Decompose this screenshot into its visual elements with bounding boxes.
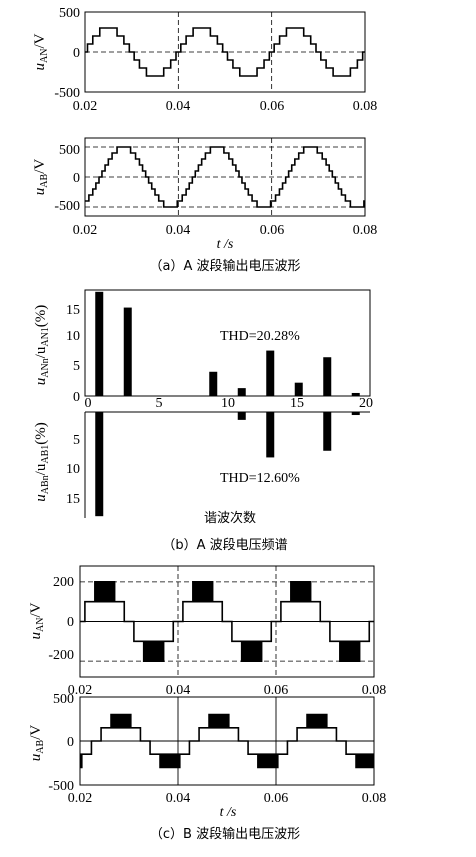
xtick-b-5: 5	[156, 396, 163, 411]
xtick-c-uab-2: 0.06	[264, 791, 289, 806]
bar-b1-h9	[209, 371, 218, 396]
bar-b1-h19	[351, 392, 360, 396]
xtick-c-uan-2: 0.06	[264, 683, 289, 698]
xtick-c-uan-0: 0.02	[68, 683, 93, 698]
bar-b1-h17	[323, 357, 332, 396]
waveform-a-uan	[85, 27, 365, 77]
plot-a-uab: 500 0 -500 0.02 0.04 0.06 0.08 t /s uAB/…	[32, 137, 378, 252]
xtick-c-uab-1: 0.04	[166, 791, 191, 806]
ytick-c-uab-mid: 0	[67, 735, 74, 750]
plot-a-uan: 500 0 -500 0.02 0.04 0.06 0.08 uAN/V	[32, 6, 377, 114]
ylabel-a-uan: uAN/V	[32, 33, 50, 70]
plot-frame-a-uan	[84, 11, 366, 93]
ytick-b2-15: 15	[66, 492, 80, 507]
xtick-b-15: 15	[290, 396, 304, 411]
bar-b2-h1	[95, 412, 104, 517]
xtick-a-uab-1: 0.04	[166, 223, 191, 238]
ytick-b2-10: 10	[66, 462, 80, 477]
xtick-c-uab-3: 0.08	[362, 791, 387, 806]
xtick-b-0: 0	[85, 396, 92, 411]
ytick-a-uab-top: 500	[59, 143, 80, 158]
xtick-c-uan-3: 0.08	[362, 683, 387, 698]
bar-b1-h15	[294, 382, 303, 396]
ytick-c-uan-bot: -200	[48, 648, 74, 663]
bar-b1-h11	[237, 388, 246, 396]
waveform-c-uan	[80, 581, 374, 662]
bar-b2-h11	[237, 412, 246, 420]
xtick-c-uab-0: 0.02	[68, 791, 93, 806]
xtick-a-uab-3: 0.08	[353, 223, 378, 238]
ytick-c-uan-top: 200	[53, 575, 74, 590]
ytick-a-uan-bot: -500	[54, 86, 80, 101]
bar-b1-h13	[266, 350, 275, 396]
xlabel-a: t /s	[217, 237, 234, 252]
bar-b2-h13	[266, 412, 275, 458]
thd-annotation-uab: THD=12.60%	[220, 471, 300, 486]
ytick-b1-15: 15	[66, 303, 80, 318]
ylabel-a-uab: uAB/V	[32, 159, 50, 196]
thd-annotation-uan: THD=20.28%	[220, 329, 300, 344]
bar-b2-h19	[351, 412, 360, 416]
ylabel-c-uan: uAN/V	[28, 602, 46, 639]
xtick-a-uan-1: 0.04	[166, 99, 191, 114]
waveform-a-uab	[85, 146, 365, 208]
ytick-a-uab-mid: 0	[73, 171, 80, 186]
caption-a: （a）A 波段输出电压波形	[150, 258, 301, 274]
ytick-a-uan-mid: 0	[73, 46, 80, 61]
ytick-b1-10: 10	[66, 329, 80, 344]
xtick-c-uan-1: 0.04	[166, 683, 191, 698]
ylabel-b1: uANn/uAN1(%)	[33, 305, 51, 386]
ylabel-b2: uABn/uAB1(%)	[33, 422, 51, 501]
ytick-b1-0: 0	[73, 390, 80, 405]
plot-frame-c-uab	[79, 696, 375, 786]
plot-frame-c-uan	[79, 565, 375, 678]
waveform-c-uab	[79, 713, 375, 769]
spectrum-frame-upper	[84, 289, 371, 397]
ytick-b2-5: 5	[73, 433, 80, 448]
bar-b2-h17	[323, 412, 332, 451]
xtick-b-20: 20	[359, 396, 373, 411]
xtick-a-uab-0: 0.02	[73, 223, 98, 238]
ytick-a-uab-bot: -500	[54, 199, 80, 214]
ytick-a-uan-top: 500	[59, 6, 80, 21]
ytick-c-uan-mid: 0	[67, 615, 74, 630]
bar-b1-h1	[95, 291, 104, 396]
spectrum-uan: 15 10 5 0 0 5 10 15 20 THD=20.28% uANn/u…	[33, 289, 373, 411]
caption-b: （b）A 波段电压频谱	[162, 538, 287, 553]
ytick-c-uab-bot: -500	[48, 779, 74, 794]
xlabel-c: t /s	[220, 805, 237, 820]
xtick-a-uab-2: 0.06	[260, 223, 285, 238]
ytick-c-uab-top: 500	[53, 692, 74, 707]
xtick-a-uan-3: 0.08	[353, 99, 378, 114]
plot-frame-a-uab	[84, 137, 366, 217]
xtick-b-10: 10	[221, 396, 235, 411]
ytick-b1-5: 5	[73, 359, 80, 374]
plot-c-uan: 200 0 -200 0.02 0.04 0.06 0.08 uAN/V	[28, 565, 387, 698]
xtick-a-uan-2: 0.06	[260, 99, 285, 114]
caption-c: （c）B 波段输出电压波形	[150, 826, 300, 842]
xtick-a-uan-0: 0.02	[73, 99, 98, 114]
spectrum-uab: 5 10 15 THD=12.60% uABn/uAB1(%) 谐波次数	[33, 411, 370, 526]
bar-b1-h3	[123, 307, 132, 396]
ylabel-c-uab: uAB/V	[28, 725, 46, 762]
plot-c-uab: 500 0 -500 0.02 0.04 0.06 0.08 t /s uAB/…	[28, 692, 386, 820]
xlabel-b: 谐波次数	[204, 510, 256, 526]
